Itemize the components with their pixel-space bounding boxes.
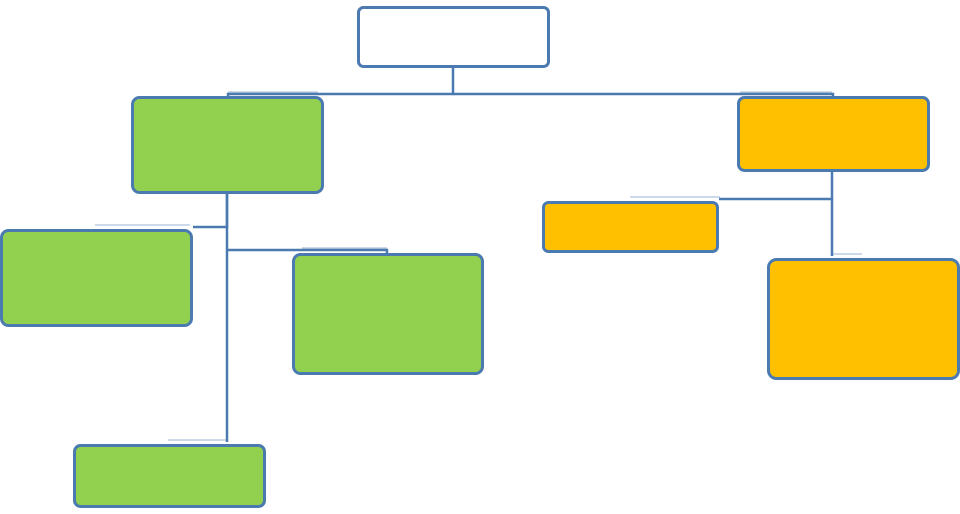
connector-orange-parent-to-orange-child-left	[719, 172, 834, 201]
connector-green-parent-to-green-child-left	[193, 194, 229, 229]
connector-root-to-orange-parent	[453, 92, 835, 96]
node-green-child-left	[0, 229, 193, 327]
node-green-parent-box	[131, 96, 324, 194]
connector-green-parent-to-green-child-right	[227, 248, 389, 253]
node-root	[357, 6, 550, 68]
node-orange-child-right	[767, 258, 960, 380]
node-root-box	[357, 6, 550, 68]
node-orange-child-left	[542, 201, 719, 253]
node-green-child-right-box	[292, 253, 484, 375]
node-green-child-left-box	[0, 229, 193, 327]
node-green-parent	[131, 96, 324, 194]
node-green-child-right	[292, 253, 484, 375]
node-orange-child-right-box	[767, 258, 960, 380]
connector-hints	[95, 91, 862, 441]
node-orange-parent	[737, 96, 930, 172]
node-orange-parent-box	[737, 96, 930, 172]
node-green-child-bottom	[73, 444, 266, 508]
node-orange-child-left-box	[542, 201, 719, 253]
connectors	[193, 68, 835, 442]
nodes	[0, 6, 960, 508]
connector-root-to-green-parent	[226, 68, 455, 96]
node-green-child-bottom-box	[73, 444, 266, 508]
